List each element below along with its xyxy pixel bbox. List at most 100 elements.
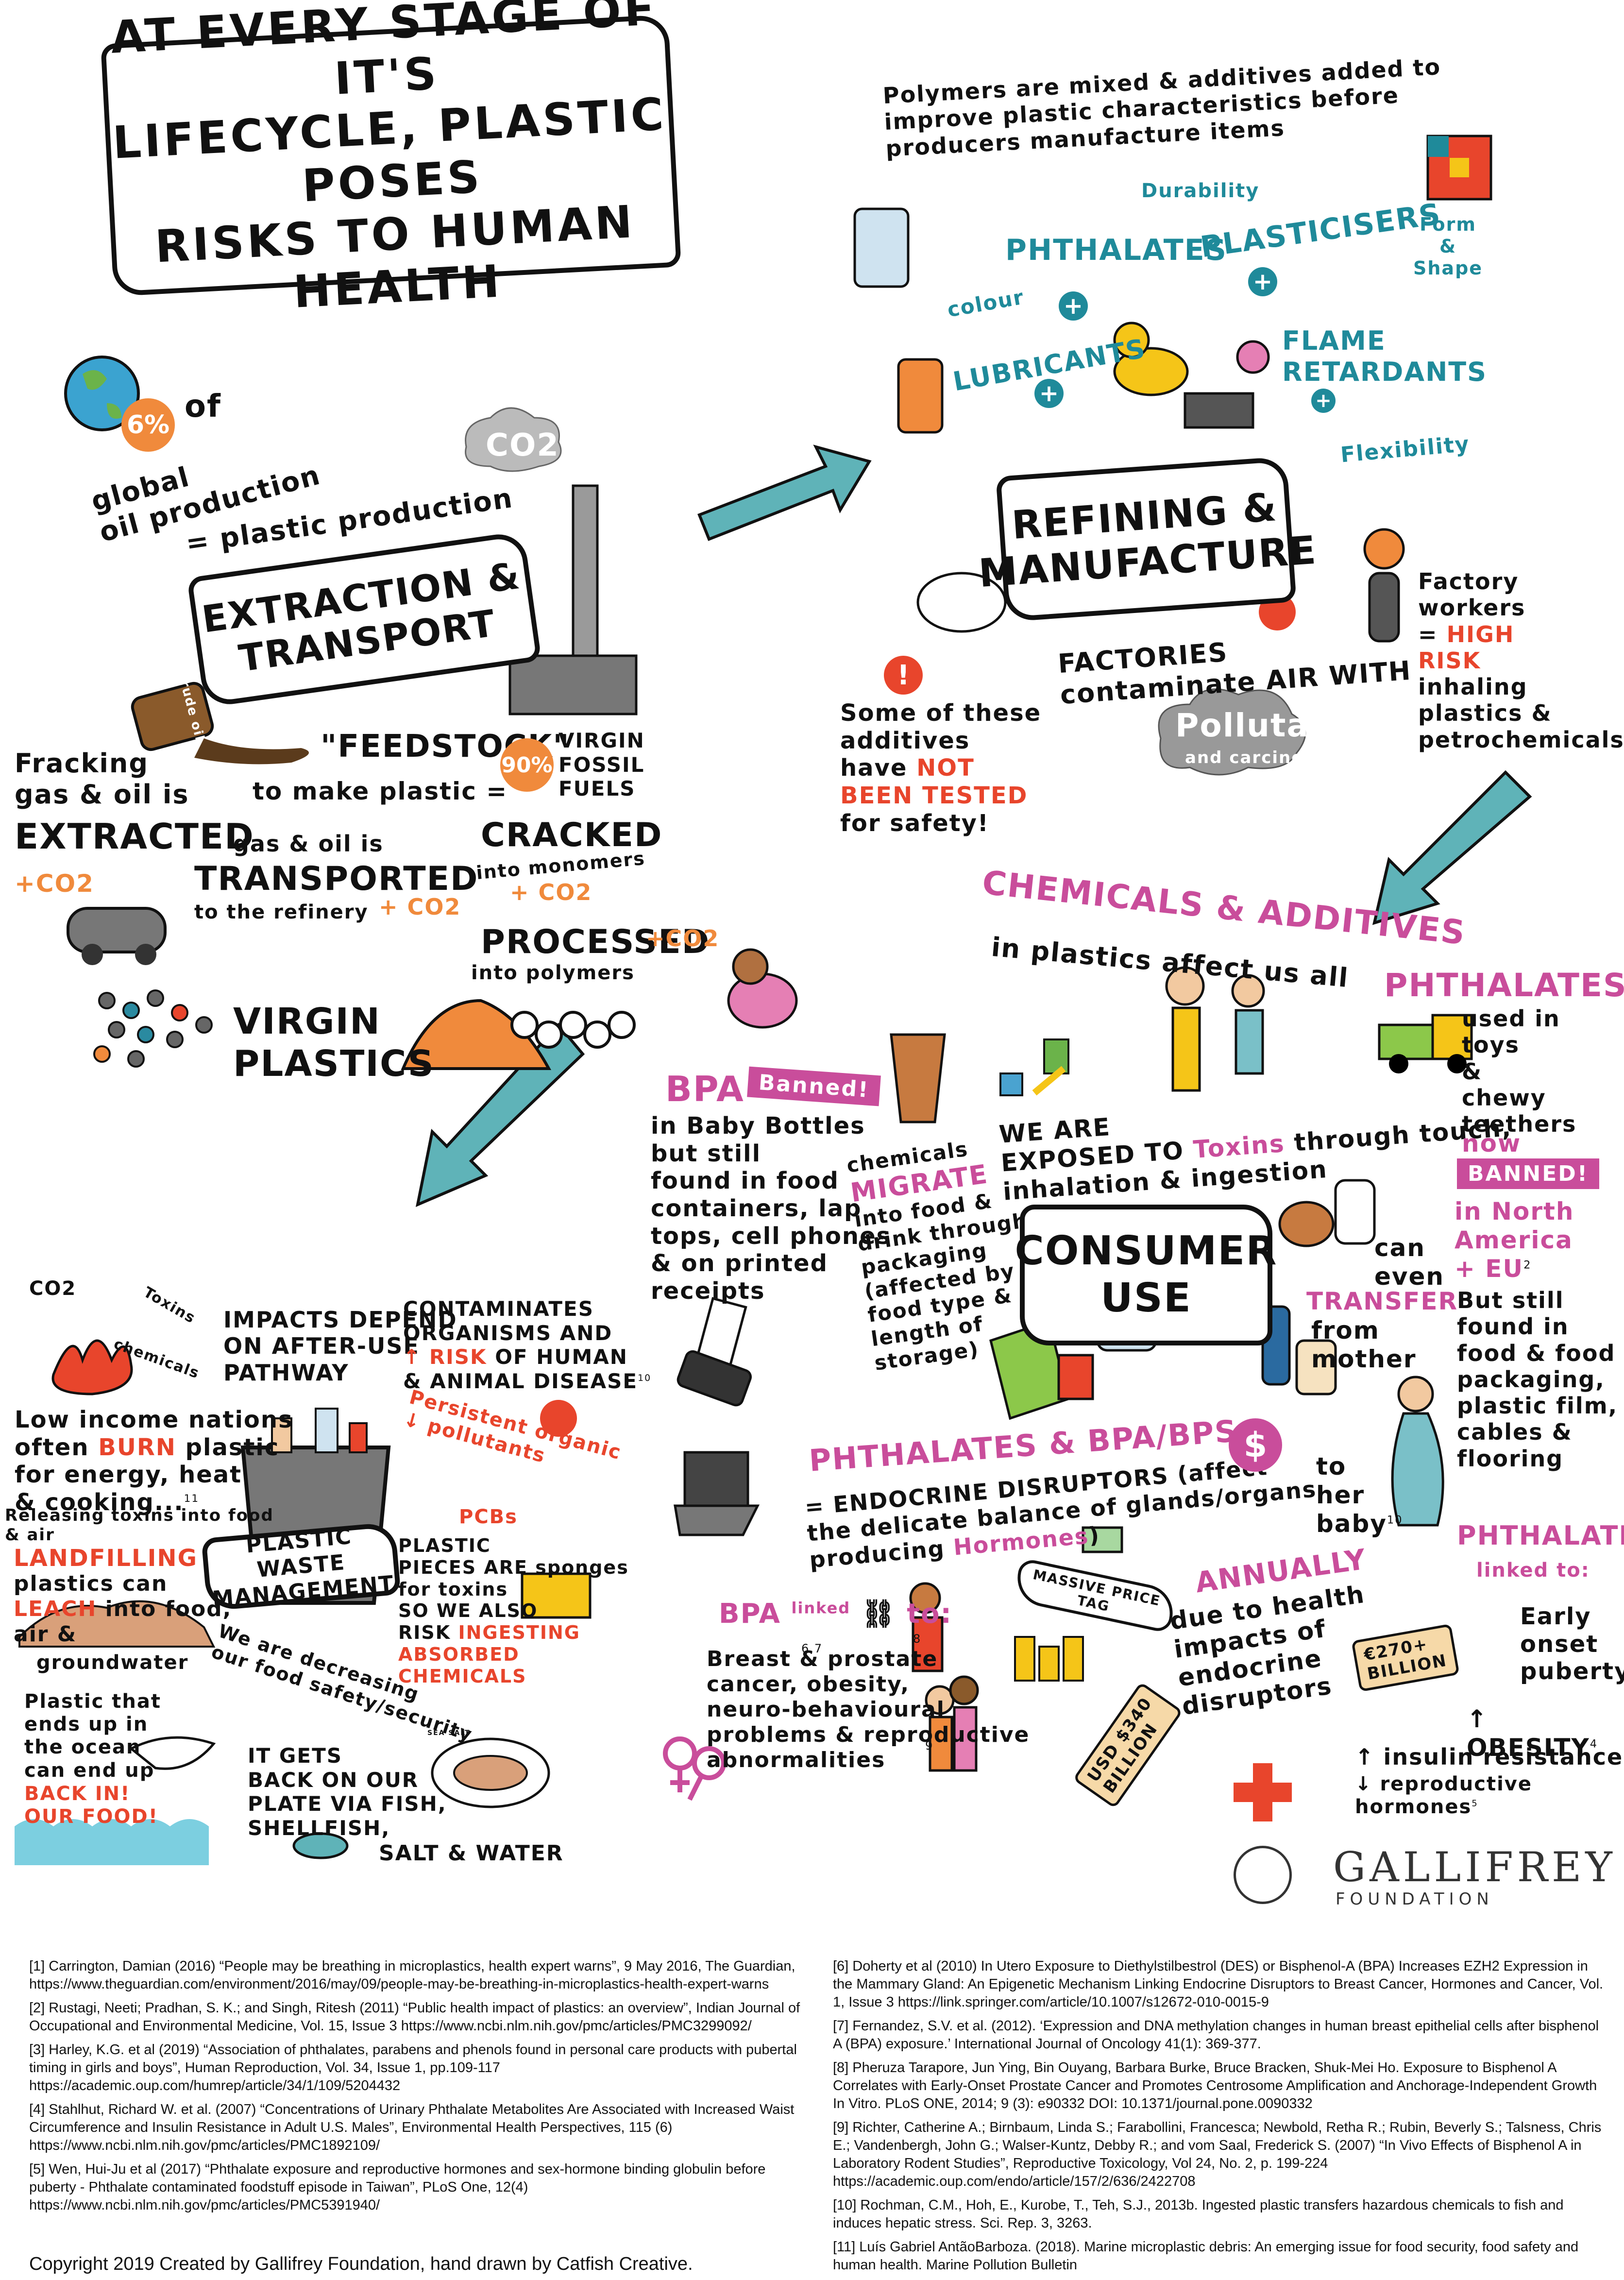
ocean-back-in-food: BACK IN! OUR FOOD!	[24, 1783, 158, 1828]
burn-text: Low income nations often BURN plastic fo…	[15, 1406, 293, 1516]
coffee-cup-icon	[890, 1033, 946, 1123]
ocean-water-icon	[15, 1819, 209, 1865]
people-icon	[1165, 966, 1265, 1092]
ref-marker: 10	[638, 1372, 652, 1383]
illustration-layer	[15, 135, 1532, 1865]
workers-b: inhaling plastics & petrochemicals	[1418, 674, 1624, 753]
ninety-percent-badge: 90%	[500, 738, 554, 792]
plus-icon: +	[1059, 291, 1088, 321]
phth-linked-heading: PHTHALATES	[1457, 1520, 1624, 1551]
extraction-banner-title: EXTRACTION & TRANSPORT	[199, 554, 523, 681]
waste-banner-title: PLASTIC WASTE MANAGEMENT	[211, 1524, 395, 1612]
sponges: PLASTIC PIECES ARE sponges for toxins SO…	[398, 1535, 629, 1644]
obesity: ↑ OBESITY	[1467, 1705, 1590, 1762]
red-cross-icon	[1234, 1763, 1292, 1821]
to-baby-text: to her baby	[1316, 1452, 1387, 1538]
burn-b: plastic for energy, heat & cooking...	[15, 1433, 280, 1516]
pellet-cloud-icon	[916, 572, 1007, 633]
puberty: Early onset puberty	[1520, 1603, 1624, 1685]
burn-label: BURN	[98, 1433, 176, 1461]
ref-marker: 2	[1523, 1259, 1532, 1272]
sea-salt-label: SEA SALT	[427, 1729, 471, 1737]
truck-icon	[67, 907, 167, 965]
plus-icon: +	[1311, 389, 1336, 413]
reference-item: [9] Richter, Catherine A.; Birnbaum, Lin…	[833, 2120, 1602, 2189]
rubber-duck-icon	[1113, 322, 1189, 396]
money-stack-icon	[1082, 1526, 1123, 1553]
polymer-chain-icon	[510, 1011, 636, 1049]
references-right: [6] Doherty et al (2010) In Utero Exposu…	[833, 1957, 1610, 2280]
label-durability: Durability	[1141, 180, 1260, 202]
oil-barrel-icon	[131, 681, 309, 765]
gallifrey-logo-icon	[1234, 1846, 1292, 1904]
co2-cracked: + CO2	[510, 879, 592, 905]
ingesting-label: INGESTING	[458, 1622, 580, 1644]
consumer-banner: CONSUMER USE	[1015, 1205, 1276, 1345]
toys-icon	[999, 1038, 1069, 1096]
copyright: Copyright 2019 Created by Gallifrey Foun…	[29, 2254, 693, 2274]
references-left: [1] Carrington, Damian (2016) “People ma…	[29, 1957, 806, 2220]
reference-item: [3] Harley, K.G. et al (2019) “Associati…	[29, 2042, 797, 2093]
landfill-icon	[18, 1600, 216, 1648]
ocean-text: Plastic that ends up in the ocean can en…	[24, 1690, 162, 1782]
reference-item: [7] Fernandez, S.V. et al. (2012). ‘Expr…	[833, 2018, 1599, 2052]
ref-marker: 6,7	[801, 1642, 823, 1655]
toys-text: used in toys & chewy teethers	[1462, 1005, 1577, 1138]
workers-a: Factory workers =	[1418, 568, 1526, 647]
soap-dispenser-icon	[897, 358, 944, 434]
transfer-b: from mother	[1311, 1316, 1417, 1373]
smokestack-icon	[508, 484, 638, 715]
untested-safety: for safety!	[840, 809, 989, 837]
reference-item: [11] Luís Gabriel AntãoBarboza. (2018). …	[833, 2239, 1579, 2273]
salt-water-label: SALT & WATER	[379, 1841, 564, 1866]
releasing-text: Releasing toxins into food & air	[5, 1506, 274, 1545]
baby-bottle-icon	[727, 948, 798, 1029]
flow-arrow-right	[697, 444, 872, 541]
contaminates-b: OF HUMAN & ANIMAL DISEASE	[403, 1345, 638, 1393]
phthalates-heading: PHTHALATES	[1384, 967, 1624, 1004]
refining-banner-title: REFINING & MANUFACTURE	[977, 484, 1319, 596]
reference-item: [2] Rustagi, Neeti; Pradhan, S. K.; and …	[29, 2000, 800, 2034]
pcbs-label: PCBs	[459, 1506, 518, 1528]
co2-extraction: +CO2	[15, 869, 94, 898]
bpa-effects: Breast & prostate cancer, obesity, neuro…	[707, 1647, 1030, 1772]
transfer-label: TRANSFER	[1306, 1287, 1458, 1315]
pacifier-icon	[1236, 340, 1270, 374]
to-label: to:	[907, 1598, 952, 1630]
reference-item: [1] Carrington, Damian (2016) “People ma…	[29, 1958, 795, 1992]
label-phthalates: PHTHALATES	[1005, 233, 1227, 267]
pollutant-cloud-icon	[1158, 688, 1306, 776]
of-label: of	[185, 389, 221, 425]
plate-text: IT GETS BACK ON OUR PLATE VIA FISH, SHEL…	[248, 1744, 447, 1840]
receipt-phone-icon	[677, 1297, 752, 1407]
fish-plate-icon	[431, 1737, 550, 1808]
plus-icon: +	[1248, 267, 1277, 296]
extracted-label: EXTRACTED	[15, 816, 254, 857]
bpa-heading: BPA	[665, 1069, 744, 1109]
linked-label: linked	[791, 1599, 851, 1617]
na-eu-text: in North America + EU2	[1455, 1197, 1574, 1283]
obesity-text: ↑ OBESITY4	[1467, 1705, 1624, 1762]
consumer-banner-title: CONSUMER USE	[1015, 1228, 1278, 1321]
sponge-icon	[521, 1572, 592, 1619]
waste-banner: PLASTIC WASTE MANAGEMENT	[201, 1521, 401, 1612]
laptop-icon-small	[1184, 392, 1254, 429]
seagull-icon	[129, 1736, 216, 1770]
na-eu: in North America + EU	[1455, 1197, 1574, 1283]
gas-oil-text: gas & oil is	[233, 831, 384, 857]
rubiks-cube-icon	[1426, 135, 1492, 201]
label-flame-retardants: FLAME RETARDANTS	[1282, 325, 1488, 387]
leach-b: into food, air &	[14, 1596, 232, 1647]
laptop-icon	[674, 1451, 760, 1536]
reference-item: [10] Rochman, C.M., Hoh, E., Kurobe, T.,…	[833, 2197, 1564, 2231]
co2-transport: + CO2	[379, 894, 461, 920]
sick-person-icon	[909, 1582, 944, 1672]
reference-item: [4] Stahlhut, Richard W. et al. (2007) “…	[29, 2102, 795, 2153]
ref-marker: 8	[913, 1632, 922, 1646]
plastic-pile-icon	[401, 999, 552, 1070]
burger-box-icon	[1278, 1179, 1376, 1247]
cracked-label: CRACKED	[481, 816, 663, 854]
untested-not: NOT	[916, 754, 975, 782]
impacts-text: IMPACTS DEPEND ON AFTER-USE PATHWAY	[223, 1307, 457, 1386]
plastic-bottle-icon	[853, 207, 910, 288]
